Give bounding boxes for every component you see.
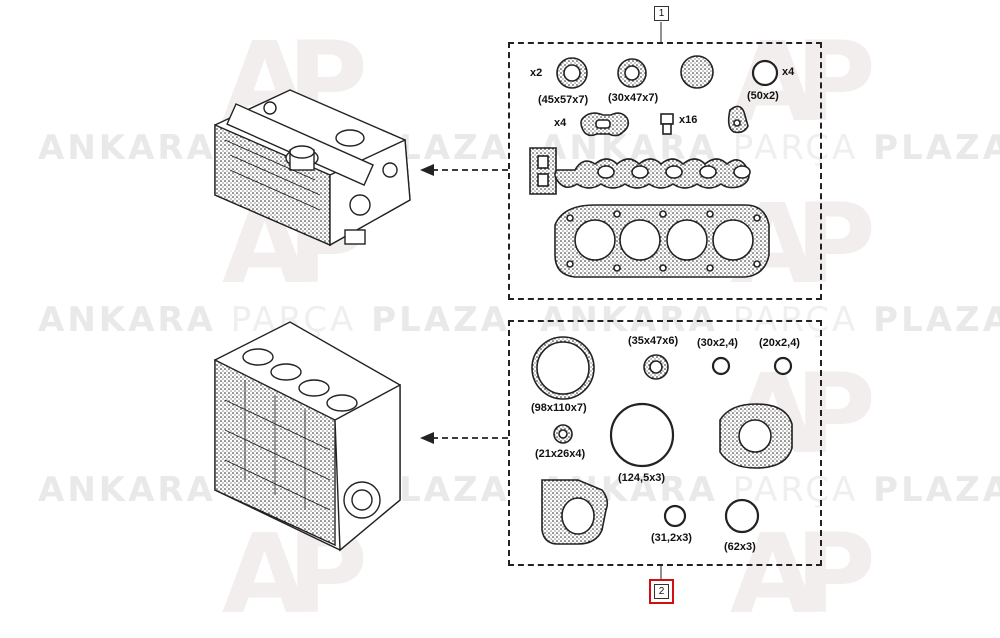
gasket-qty: x4 xyxy=(554,117,567,129)
watermark-text: ANKARA PARÇA PLAZA xyxy=(540,470,1000,510)
upper-gasket-kit-box[interactable] xyxy=(508,42,822,300)
arrow-upper xyxy=(420,164,508,176)
o-ring-size: (50x2) xyxy=(747,90,779,102)
upper-kit-parts xyxy=(529,55,779,278)
parts-diagram xyxy=(214,22,793,580)
seal-b-size: (30x47x7) xyxy=(608,92,659,104)
ring-124-size: (124,5x3) xyxy=(618,472,666,484)
lower-gasket-kit-box[interactable] xyxy=(508,320,822,566)
seal-a-size: (45x57x7) xyxy=(538,94,589,106)
lower-kit-parts xyxy=(531,336,793,545)
seal-35-size: (35x47x6) xyxy=(628,335,679,347)
arrow-lower xyxy=(420,432,508,444)
ring-62-size: (62x3) xyxy=(724,541,756,553)
seal-21-size: (21x26x4) xyxy=(535,448,586,460)
crank-seal-size: (98x110x7) xyxy=(531,402,587,414)
ring-20-size: (20x2,4) xyxy=(759,337,800,349)
engine-block-drawing xyxy=(214,321,401,552)
ring-31-size: (31,2x3) xyxy=(651,532,692,544)
watermark-logo: AP xyxy=(730,18,876,146)
callout-1[interactable]: 1 xyxy=(654,6,669,21)
cylinder-head-drawing xyxy=(214,89,411,247)
bolt-qty: x16 xyxy=(679,114,698,126)
o-ring-qty: x4 xyxy=(782,66,795,78)
ring-30-size: (30x2,4) xyxy=(697,337,738,349)
callout-2[interactable]: 2 xyxy=(649,579,674,604)
seal-a-qty: x2 xyxy=(530,67,543,79)
